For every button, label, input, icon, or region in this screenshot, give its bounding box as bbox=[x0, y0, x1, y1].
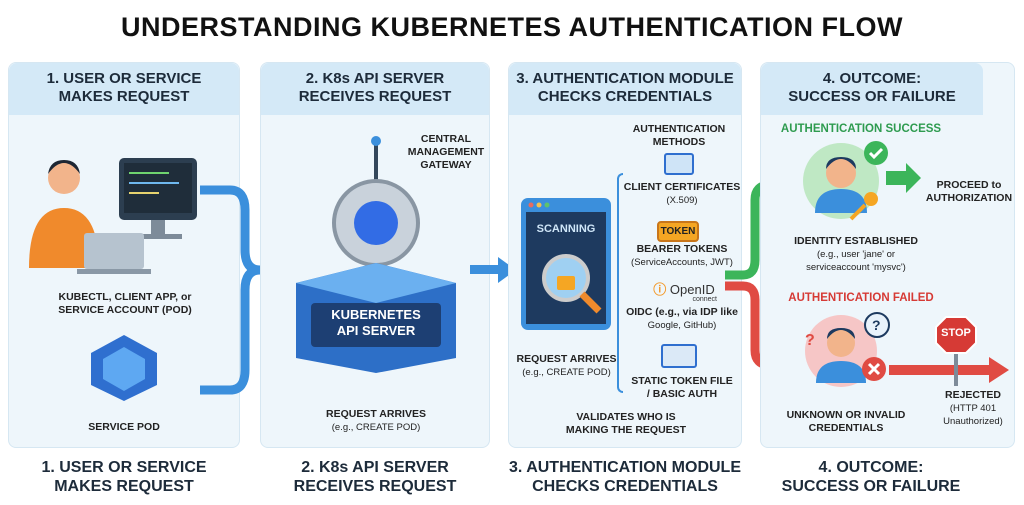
api-server-icon bbox=[296, 136, 456, 373]
label-line: UNKNOWN OR INVALID bbox=[786, 409, 906, 421]
caption-line: MAKES REQUEST bbox=[54, 478, 194, 495]
header-line: RECEIVES REQUEST bbox=[298, 88, 452, 105]
panel-header: 4. OUTCOME:SUCCESS OR FAILURE bbox=[761, 63, 983, 115]
caption-line: 3. AUTHENTICATION MODULE bbox=[509, 459, 741, 476]
page-title: UNDERSTANDING KUBERNETES AUTHENTICATION … bbox=[121, 12, 903, 42]
label-line: CENTRAL bbox=[420, 133, 472, 145]
caption-line: SUCCESS OR FAILURE bbox=[781, 478, 961, 495]
scanner-screen-icon bbox=[521, 198, 611, 330]
method-name: OIDC (e.g., via IDP like bbox=[626, 306, 738, 318]
user-laptop-icon bbox=[29, 158, 197, 274]
label-line: (e.g., CREATE POD) bbox=[331, 422, 421, 433]
pod-cube-icon bbox=[91, 335, 157, 401]
label-line: (e.g., user 'jane' or bbox=[816, 249, 896, 260]
method-sub: (X.509) bbox=[666, 195, 698, 206]
label-line: (e.g., CREATE POD) bbox=[522, 367, 611, 378]
success-heading: AUTHENTICATION SUCCESS bbox=[780, 123, 942, 135]
method-sub: / BASIC AUTH bbox=[646, 388, 718, 400]
label-line: KUBECTL, CLIENT APP, or bbox=[58, 291, 192, 303]
method-bearer-tokens: BEARER TOKENS (ServiceAccounts, JWT) bbox=[621, 243, 743, 269]
token-badge: TOKEN bbox=[657, 221, 699, 242]
label-line: SERVICE ACCOUNT (POD) bbox=[58, 304, 192, 316]
caption-step-2: 2. K8s API SERVER RECEIVES REQUEST bbox=[260, 458, 490, 496]
openid-sub: connect bbox=[692, 296, 717, 303]
failed-user-icon: ? ? bbox=[805, 312, 1009, 387]
caption-step-1: 1. USER OR SERVICE MAKES REQUEST bbox=[8, 458, 240, 496]
caption-line: 2. K8s API SERVER bbox=[301, 459, 449, 476]
openid-text: OpenID bbox=[669, 282, 715, 297]
request-arrives-label: REQUEST ARRIVES (e.g., CREATE POD) bbox=[281, 408, 471, 434]
header-line: SUCCESS OR FAILURE bbox=[788, 88, 956, 105]
certificate-icon bbox=[664, 153, 694, 175]
identity-label: IDENTITY ESTABLISHED (e.g., user 'jane' o… bbox=[771, 235, 941, 274]
label-line: (HTTP 401 bbox=[949, 403, 997, 414]
header-line: MAKES REQUEST bbox=[58, 88, 190, 105]
caption-line: 1. USER OR SERVICE bbox=[41, 459, 207, 476]
label-line: CREDENTIALS bbox=[808, 422, 884, 434]
method-name: STATIC TOKEN FILE bbox=[631, 375, 733, 387]
method-name: CLIENT CERTIFICATES bbox=[623, 181, 741, 193]
method-name: BEARER TOKENS bbox=[636, 243, 728, 255]
method-static-token: STATIC TOKEN FILE/ BASIC AUTH bbox=[621, 375, 743, 401]
label-line: REQUEST ARRIVES bbox=[326, 408, 426, 420]
svg-text:?: ? bbox=[872, 317, 881, 333]
label-line: PROCEED to bbox=[936, 179, 1002, 191]
header-line: 1. USER OR SERVICE bbox=[46, 70, 202, 87]
header-line: 2. K8s API SERVER bbox=[305, 70, 445, 87]
scanning-label: SCANNING bbox=[536, 223, 596, 235]
label-line: GATEWAY bbox=[420, 159, 472, 171]
flow-arrow-2 bbox=[470, 257, 516, 283]
label-line: API SERVER bbox=[336, 323, 416, 338]
failed-heading: AUTHENTICATION FAILED bbox=[788, 292, 934, 304]
method-brace bbox=[617, 173, 623, 393]
caption-line: RECEIVES REQUEST bbox=[293, 478, 457, 495]
caption-step-4: 4. OUTCOME: SUCCESS OR FAILURE bbox=[760, 458, 982, 496]
caption-step-3: 3. AUTHENTICATION MODULE CHECKS CREDENTIA… bbox=[503, 458, 747, 496]
method-client-certificates: CLIENT CERTIFICATES (X.509) bbox=[621, 181, 743, 207]
label-line: Unauthorized) bbox=[943, 416, 1003, 427]
caption-line: CHECKS CREDENTIALS bbox=[532, 478, 718, 495]
request-arrives-label: REQUEST ARRIVES (e.g., CREATE POD) bbox=[509, 353, 624, 379]
label-line: AUTHENTICATION bbox=[632, 123, 726, 135]
header-line: CHECKS CREDENTIALS bbox=[537, 88, 713, 105]
id-card-icon bbox=[661, 344, 697, 368]
header-line: 3. AUTHENTICATION MODULE bbox=[516, 70, 734, 87]
label-line: REJECTED bbox=[944, 389, 1001, 401]
label-line: METHODS bbox=[652, 136, 706, 148]
caption-line: 4. OUTCOME: bbox=[818, 459, 924, 476]
header-line: 4. OUTCOME: bbox=[822, 70, 922, 87]
label-line: REQUEST ARRIVES bbox=[516, 353, 617, 365]
label-line: serviceaccount 'mysvc') bbox=[806, 262, 906, 273]
label-line: MANAGEMENT bbox=[407, 146, 485, 158]
stop-sign-label: STOP bbox=[941, 327, 971, 339]
pod-label: SERVICE POD bbox=[88, 421, 160, 433]
method-sub: Google, GitHub) bbox=[647, 320, 717, 331]
label-line: VALIDATES WHO IS bbox=[576, 411, 676, 423]
success-user-icon bbox=[803, 141, 921, 221]
svg-text:?: ? bbox=[805, 332, 815, 349]
label-line: MAKING THE REQUEST bbox=[565, 424, 687, 436]
label-line: AUTHORIZATION bbox=[925, 192, 1013, 204]
panel-outcome: 4. OUTCOME:SUCCESS OR FAILURE AUTHENTICA… bbox=[760, 62, 1015, 448]
label-line: KUBERNETES bbox=[331, 307, 421, 322]
method-sub: (ServiceAccounts, JWT) bbox=[631, 257, 733, 268]
label-line: IDENTITY ESTABLISHED bbox=[794, 235, 918, 247]
